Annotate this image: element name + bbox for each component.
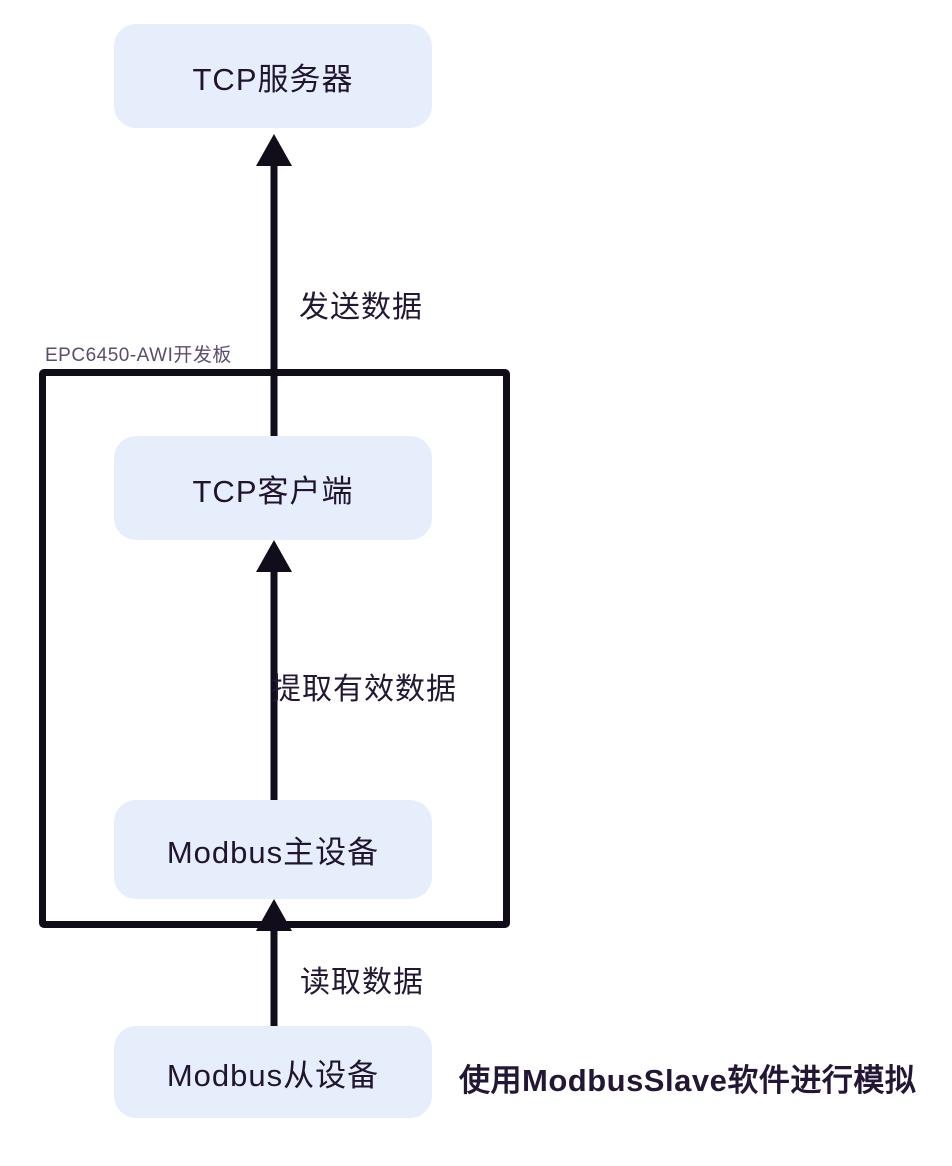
node-modbus-slave: Modbus从设备 xyxy=(114,1026,432,1118)
node-tcp-server: TCP服务器 xyxy=(114,24,432,128)
node-tcp-client-label: TCP客户端 xyxy=(192,473,354,509)
arrow-read-data-shaft xyxy=(270,929,278,1033)
arrow-send-data-shaft xyxy=(270,164,278,444)
arrow-read-data xyxy=(256,899,292,1033)
node-modbus-master: Modbus主设备 xyxy=(114,800,432,899)
node-modbus-master-label: Modbus主设备 xyxy=(166,835,380,870)
arrow-send-data xyxy=(256,134,292,444)
arrow-send-data-head xyxy=(256,134,292,166)
arrow-send-data-label: 发送数据 xyxy=(299,291,423,324)
annotation-modbus-slave-software: 使用ModbusSlave软件进行模拟 xyxy=(459,1063,917,1098)
enclosure-label: EPC6450-AWI开发板 xyxy=(45,345,232,366)
arrow-read-data-head xyxy=(256,899,292,931)
node-tcp-server-label: TCP服务器 xyxy=(192,61,354,97)
arrow-extract-data-head xyxy=(256,540,292,572)
node-modbus-slave-label: Modbus从设备 xyxy=(166,1057,380,1093)
node-tcp-client: TCP客户端 xyxy=(114,436,432,540)
arrow-extract-data-shaft xyxy=(270,570,278,805)
arrow-read-data-label: 读取数据 xyxy=(300,966,424,999)
arrow-extract-data xyxy=(256,540,292,805)
arrow-extract-data-label: 提取有效数据 xyxy=(271,673,457,706)
